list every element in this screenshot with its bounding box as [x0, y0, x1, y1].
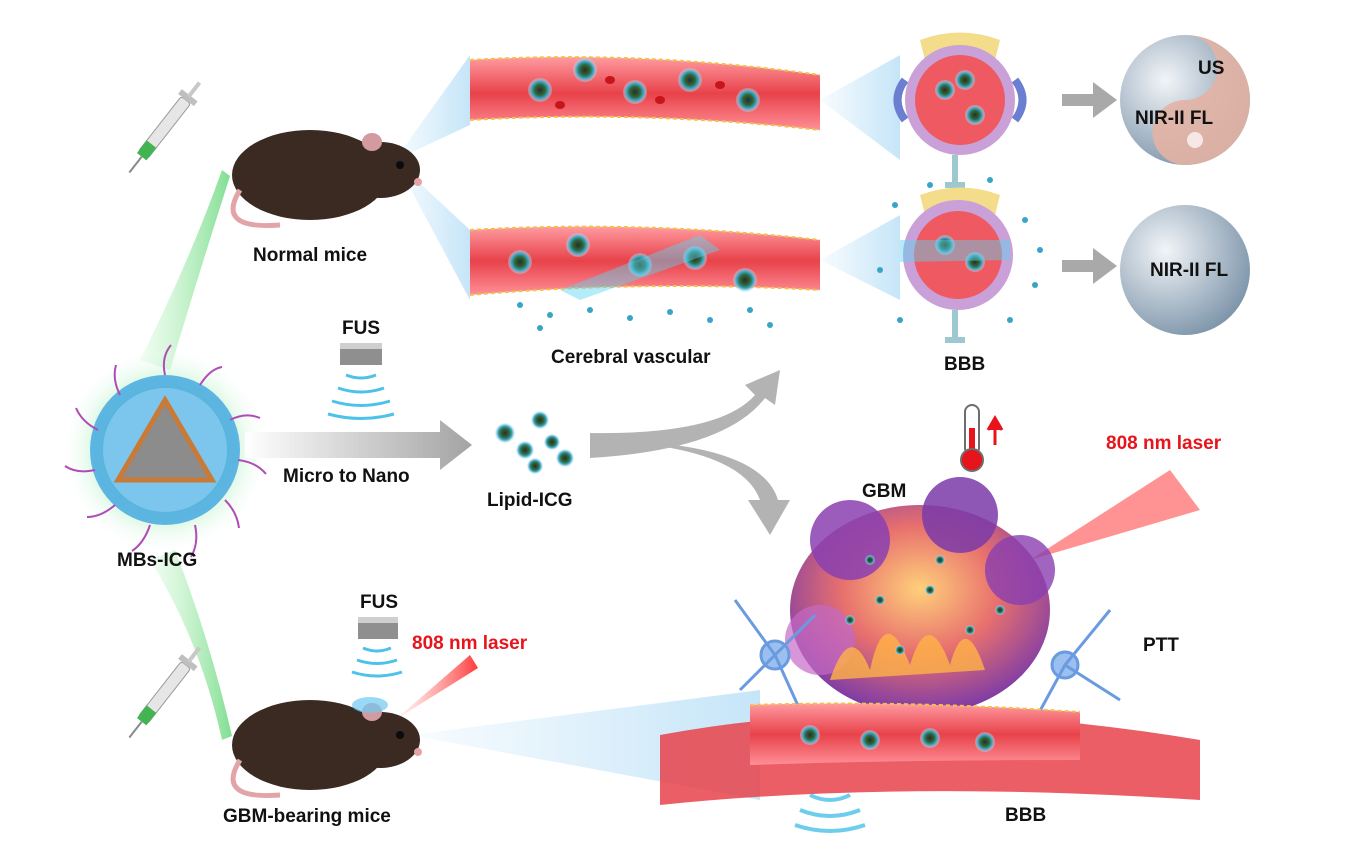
label-fus-bottom: FUS — [360, 592, 398, 613]
vessel-normal — [469, 56, 821, 131]
zoom-cone-top — [395, 55, 470, 160]
label-ptt: PTT — [1143, 635, 1179, 656]
label-nir-fl-1: NIR-II FL — [1135, 108, 1214, 129]
label-gbm-mice: GBM-bearing mice — [223, 806, 391, 827]
normal-mouse — [230, 130, 422, 229]
label-micro-to-nano: Micro to Nano — [283, 466, 410, 487]
bbb-cross-section-intact — [893, 32, 1027, 188]
zoom-cone-vessel2 — [820, 215, 900, 300]
label-laser-bottom: 808 nm laser — [412, 633, 528, 654]
laser-beam-large — [1030, 470, 1200, 560]
zoom-cone-top-lower — [395, 160, 470, 300]
laser-beam-small — [395, 655, 478, 720]
gbm-tumor — [785, 477, 1055, 715]
label-us: US — [1198, 58, 1225, 79]
label-lipid-icg: Lipid-ICG — [487, 490, 573, 511]
bbb-cross-section-opened — [877, 177, 1043, 343]
nir-imaging-sphere — [1120, 205, 1250, 335]
label-gbm: GBM — [862, 481, 907, 502]
us-nir-imaging-sphere — [1120, 35, 1250, 165]
fus-transducer-bottom — [351, 617, 403, 678]
label-cerebral-vascular: Cerebral vascular — [551, 347, 711, 368]
label-normal-mice: Normal mice — [253, 245, 368, 266]
syringe-icon — [128, 81, 202, 174]
injection-cone-bottom — [150, 550, 232, 740]
label-nir-fl-2: NIR-II FL — [1150, 260, 1229, 281]
label-fus-top: FUS — [342, 318, 380, 339]
label-bbb-top: BBB — [944, 354, 986, 375]
label-bbb-bottom: BBB — [1005, 805, 1047, 826]
zoom-cone-vessel1 — [820, 55, 900, 160]
vessel-fus-opened — [469, 225, 821, 331]
thermometer-icon — [960, 404, 1004, 472]
syringe-icon — [128, 646, 202, 739]
fus-transducer-top — [327, 343, 395, 420]
injection-cone-top — [140, 170, 230, 370]
label-laser-top: 808 nm laser — [1106, 433, 1222, 454]
vessel-tumor — [660, 702, 1200, 833]
neuron-cells — [733, 599, 1121, 721]
lipid-icg-nanoparticles — [495, 411, 574, 474]
mbs-icg-microbubble — [60, 344, 270, 558]
gbm-mouse — [230, 697, 422, 799]
process-arrow — [245, 82, 1117, 535]
label-mbs-icg: MBs-ICG — [117, 550, 198, 571]
